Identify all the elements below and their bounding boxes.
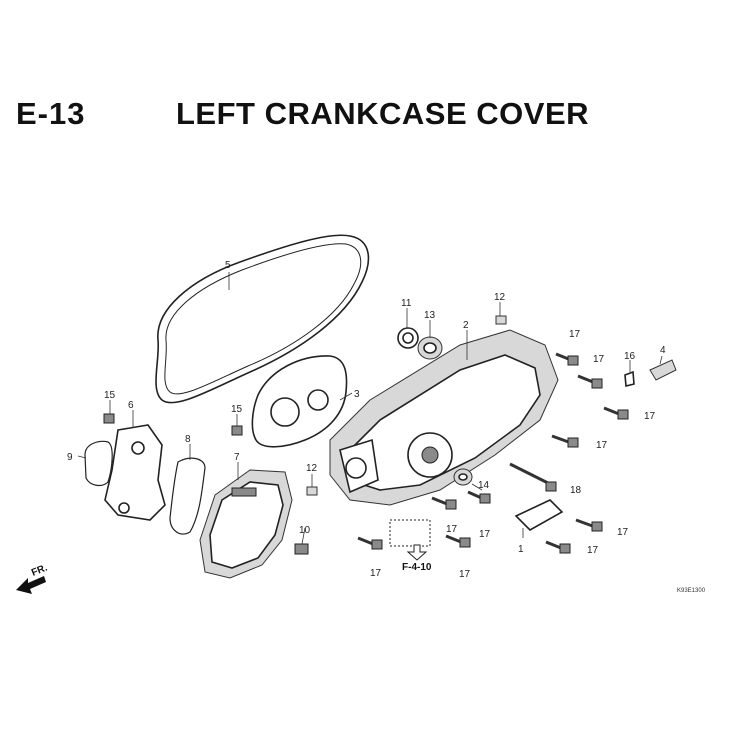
- callout-2: 2: [463, 320, 469, 331]
- dowel-pin-12-lower: [306, 486, 318, 496]
- gasket-5: [155, 234, 370, 404]
- front-arrow-icon: [16, 576, 46, 594]
- callout-17-h: 17: [446, 524, 458, 535]
- callout-15-left: 15: [104, 390, 116, 401]
- bolt-15a: [103, 413, 115, 424]
- diagram-code: K93E1300: [677, 588, 706, 594]
- page-title: LEFT CRANKCASE COVER: [176, 96, 590, 131]
- callout-17-i: 17: [459, 569, 471, 580]
- callout-7: 7: [234, 452, 240, 463]
- callout-10: 10: [299, 525, 311, 536]
- callout-5: 5: [225, 260, 231, 271]
- plate-1: [514, 499, 564, 531]
- callout-12-bottom: 12: [306, 463, 318, 474]
- callout-17-e: 17: [617, 527, 629, 538]
- grommet-4: [649, 359, 677, 381]
- callout-14: 14: [478, 480, 490, 491]
- callout-17-g: 17: [479, 529, 491, 540]
- callout-17-j: 17: [370, 568, 382, 579]
- outer-cover-7: [199, 469, 293, 579]
- callout-1: 1: [518, 544, 524, 555]
- reference-label: F-4-10: [402, 562, 432, 573]
- bolt-15b: [231, 425, 243, 436]
- reference-arrow: [389, 519, 431, 561]
- callout-17-c: 17: [644, 411, 656, 422]
- callout-9: 9: [67, 452, 73, 463]
- front-label: FR.: [30, 562, 49, 578]
- section-code: E-13: [16, 96, 86, 131]
- callout-12-top: 12: [494, 292, 506, 303]
- bolt-10: [294, 543, 309, 555]
- clip-16: [624, 370, 635, 388]
- dowel-pin-12: [495, 315, 507, 325]
- bearing-14: [453, 468, 473, 486]
- callout-17-b: 17: [593, 354, 605, 365]
- bearing-13: [417, 336, 443, 360]
- callout-17-a: 17: [569, 329, 581, 340]
- callout-18: 18: [570, 485, 582, 496]
- callout-17-f: 17: [587, 545, 599, 556]
- crankcase-cover-2: [329, 329, 559, 506]
- callout-17-d: 17: [596, 440, 608, 451]
- callout-16: 16: [624, 351, 636, 362]
- inner-cover-3: [251, 355, 348, 448]
- callout-15-center: 15: [231, 404, 243, 415]
- callout-3: 3: [354, 389, 360, 400]
- callout-6: 6: [128, 400, 134, 411]
- callout-13: 13: [424, 310, 436, 321]
- callout-8: 8: [185, 434, 191, 445]
- bolts-17: [357, 352, 629, 554]
- callout-4: 4: [660, 345, 666, 356]
- gasket-9: [84, 440, 113, 487]
- bolt-18: [509, 462, 557, 492]
- callout-11: 11: [401, 298, 412, 309]
- oil-seal-11: [397, 327, 419, 349]
- bracket-6: [104, 424, 166, 521]
- leader-lines: [77, 272, 663, 545]
- gasket-8: [169, 457, 206, 535]
